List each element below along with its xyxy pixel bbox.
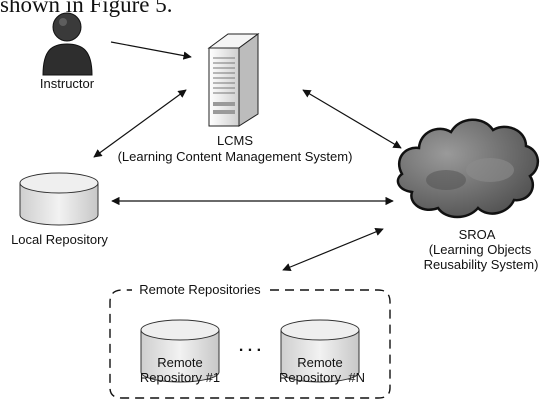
cloud-icon bbox=[396, 118, 539, 219]
database-icon bbox=[280, 319, 360, 383]
ellipsis: . . . bbox=[238, 338, 262, 355]
instructor-label: Instructor bbox=[39, 76, 95, 91]
database-icon bbox=[140, 319, 220, 383]
arrow-instructor-to-lcms bbox=[110, 41, 192, 60]
sroa-title: SROA bbox=[458, 227, 496, 242]
arrow-lcms-sroa bbox=[302, 89, 402, 149]
database-icon bbox=[19, 172, 99, 226]
sroa-line3: Reusability System) bbox=[423, 257, 539, 272]
remote-repository-1-line2: Repository #1 bbox=[139, 370, 221, 385]
remote-repositories-group bbox=[109, 289, 391, 399]
local-repository-label: Local Repository bbox=[11, 232, 108, 247]
lcms-subtitle: (Learning Content Management System) bbox=[117, 149, 353, 164]
server-icon bbox=[207, 33, 260, 127]
sroa-line2: (Learning Objects bbox=[428, 242, 532, 257]
arrow-sroa-remote-repositories bbox=[282, 227, 384, 272]
lcms-title: LCMS bbox=[216, 133, 254, 148]
remote-repositories-title: Remote Repositories bbox=[139, 282, 261, 297]
person-icon bbox=[42, 12, 93, 76]
remote-repository-n-line2: Repository #N bbox=[279, 370, 365, 385]
remote-repository-n-line1: Remote bbox=[297, 355, 343, 370]
arrow-lcms-local-repository bbox=[93, 89, 187, 158]
remote-repository-1-line1: Remote bbox=[157, 355, 203, 370]
figure-caption: shown in Figure 5. bbox=[0, 0, 173, 17]
